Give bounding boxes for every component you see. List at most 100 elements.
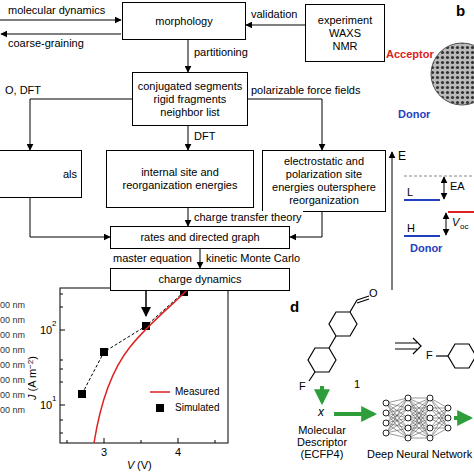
process-box: morphology bbox=[122, 2, 246, 40]
green-arrows bbox=[322, 386, 470, 418]
process-box: als bbox=[0, 150, 82, 198]
process-box: internal site and reorganization energie… bbox=[106, 150, 254, 208]
atom-label: F bbox=[299, 380, 306, 393]
tick-label: 3 bbox=[101, 446, 107, 459]
connector-arrow bbox=[30, 198, 110, 237]
flow-label: molecular dynamics bbox=[8, 4, 105, 17]
network-link bbox=[386, 413, 408, 438]
donor-label: Donor bbox=[398, 108, 430, 121]
network-link bbox=[386, 408, 408, 433]
axis-label: V bbox=[127, 459, 134, 472]
tick-label: 10 bbox=[40, 399, 52, 412]
tick-label: 1 bbox=[52, 394, 56, 403]
connector-arrow bbox=[246, 25, 305, 26]
axis-label: −2 bbox=[26, 360, 35, 369]
box-text: conjugated segments rigid fragments neig… bbox=[137, 80, 243, 119]
panel-letter: b bbox=[456, 2, 465, 19]
jv-plot bbox=[60, 280, 228, 443]
axis-title: J (A m−2) bbox=[26, 356, 39, 400]
process-box: experimentWAXS NMR bbox=[305, 4, 385, 62]
box-text: internal site and reorganization energie… bbox=[111, 166, 249, 192]
legend-text: Simulated bbox=[175, 401, 219, 414]
network-unit bbox=[383, 410, 389, 416]
connector-arrow bbox=[188, 126, 189, 150]
network-unit bbox=[427, 425, 433, 431]
box-text: rates and directed graph bbox=[115, 231, 285, 244]
network-unit bbox=[445, 405, 451, 411]
legend-fragment: 00 nm bbox=[0, 345, 25, 356]
legend-fragment: 00 nm bbox=[0, 330, 25, 341]
fullerene-sphere bbox=[431, 43, 474, 105]
process-box: conjugated segments rigid fragments neig… bbox=[132, 72, 248, 126]
network-unit bbox=[427, 405, 433, 411]
edge-label: master equation bbox=[112, 252, 193, 265]
legend-fragment: 00 nm bbox=[0, 360, 25, 371]
network-unit bbox=[405, 415, 411, 421]
box-text: experiment bbox=[310, 14, 380, 27]
axis-label: J bbox=[26, 395, 38, 401]
edge-label: partitioning bbox=[193, 46, 249, 59]
network-link bbox=[386, 418, 408, 433]
connector-arrow bbox=[248, 99, 322, 150]
legend-text: Measured bbox=[175, 385, 219, 398]
level-label: L bbox=[407, 186, 413, 199]
network-unit bbox=[427, 415, 433, 421]
network-unit bbox=[405, 425, 411, 431]
box-text: als bbox=[0, 168, 77, 181]
neural-network bbox=[383, 395, 451, 441]
atom-label: O bbox=[369, 287, 378, 300]
panel-letter: d bbox=[290, 298, 299, 315]
edge-label: O, DFT bbox=[4, 84, 42, 97]
network-unit bbox=[383, 430, 389, 436]
box-text: morphology bbox=[127, 15, 241, 28]
descriptor-symbol: x bbox=[318, 406, 324, 419]
edge-label: charge transfer theory bbox=[193, 211, 303, 224]
molecule bbox=[308, 296, 474, 381]
edge-label: polarizable force fields bbox=[250, 84, 361, 97]
edge-label: DFT bbox=[193, 130, 216, 143]
axis-label: (V) bbox=[137, 459, 152, 472]
edge-label: validation bbox=[250, 8, 298, 21]
descriptor-label: Molecular Descriptor (ECFP4) bbox=[282, 424, 362, 460]
acceptor-label: Acceptor bbox=[386, 48, 434, 61]
box-text: electrostatic and polarization site ener… bbox=[267, 155, 381, 207]
level-label: EA bbox=[450, 180, 465, 193]
network-link bbox=[386, 398, 408, 423]
connector-arrow bbox=[188, 208, 189, 226]
side-arrows bbox=[0, 20, 121, 34]
network-unit bbox=[405, 435, 411, 441]
network-link bbox=[408, 428, 430, 438]
donor-label: Donor bbox=[410, 242, 442, 255]
tick-label: 10 bbox=[40, 324, 52, 337]
tick-label: 4 bbox=[175, 446, 181, 459]
level-label: H bbox=[407, 222, 415, 235]
axis-label: ) bbox=[26, 356, 38, 360]
legend-fragment: 00 nm bbox=[0, 405, 25, 416]
process-box: charge dynamics bbox=[110, 268, 290, 291]
legend-fragment: 00 nm bbox=[0, 300, 25, 311]
atom-label: F bbox=[426, 349, 433, 362]
energy-diagram bbox=[392, 152, 474, 290]
level-label: V bbox=[452, 216, 459, 229]
network-link bbox=[408, 408, 430, 438]
box-text: charge dynamics bbox=[115, 273, 285, 286]
box-text: WAXS NMR bbox=[325, 27, 365, 53]
process-box: electrostatic and polarization site ener… bbox=[262, 150, 386, 212]
connector-arrow bbox=[30, 99, 132, 150]
level-label: oc bbox=[460, 222, 468, 231]
flow-label: kinetic Monte Carlo bbox=[206, 252, 300, 265]
network-unit bbox=[383, 400, 389, 406]
axis-label: (A m bbox=[26, 369, 38, 392]
network-unit bbox=[427, 435, 433, 441]
legend-fragment: 00 nm bbox=[0, 390, 25, 401]
network-unit bbox=[383, 420, 389, 426]
tick-label: 2 bbox=[52, 319, 56, 328]
network-unit bbox=[445, 415, 451, 421]
network-label: Deep Neural Network bbox=[367, 448, 472, 461]
compound-number: 1 bbox=[354, 378, 360, 391]
network-unit bbox=[445, 425, 451, 431]
axis-label: E bbox=[398, 150, 406, 163]
legend-fragment: 00 nm bbox=[0, 375, 25, 386]
network-unit bbox=[427, 395, 433, 401]
connector-arrow bbox=[188, 40, 189, 72]
